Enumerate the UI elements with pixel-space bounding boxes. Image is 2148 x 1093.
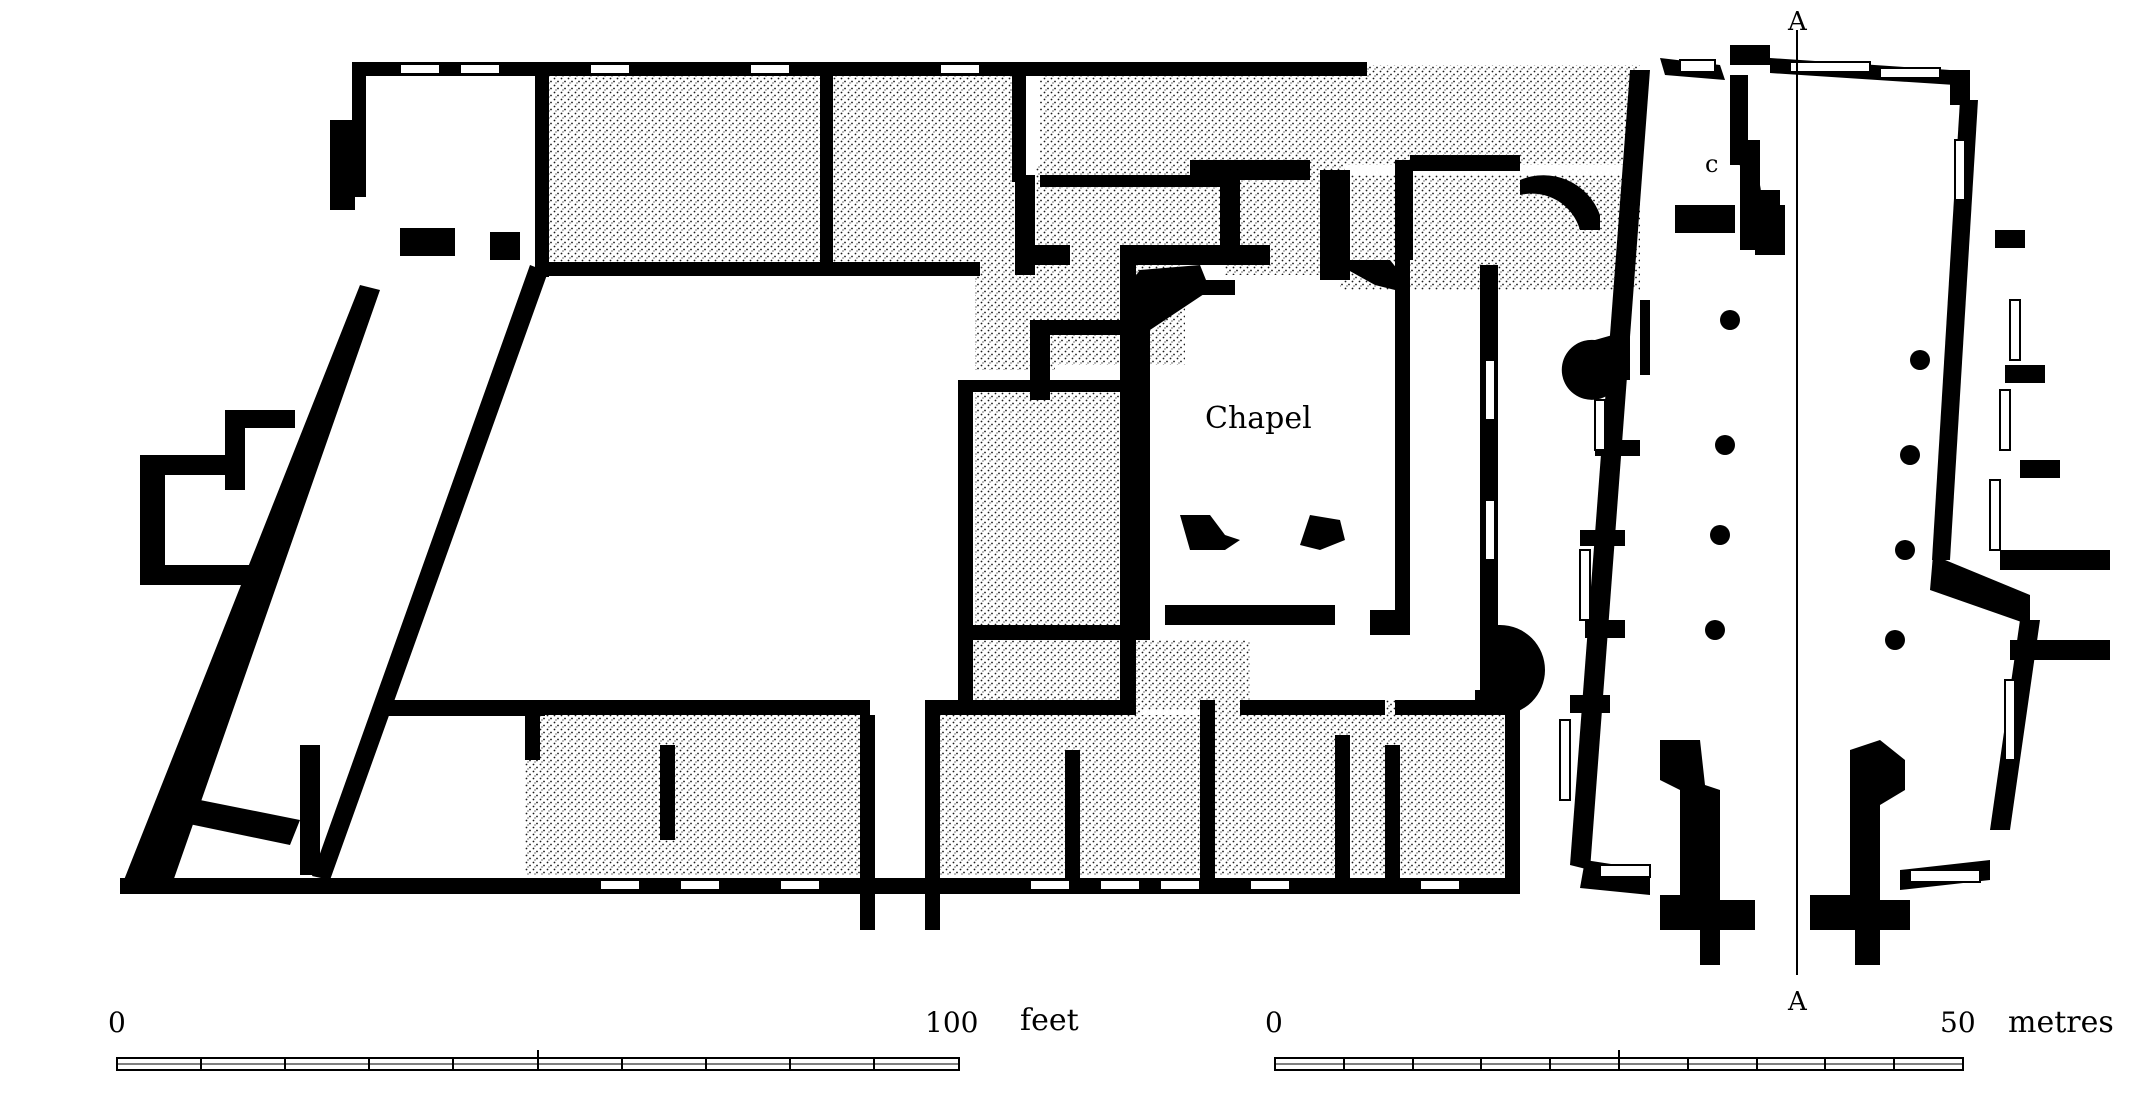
- metres-scale-unit: metres: [2008, 1005, 2114, 1040]
- room-label-chapel: Chapel: [1205, 401, 1312, 436]
- pillars: [1705, 310, 1930, 650]
- scale-bar-feet: 0 100 feet: [108, 1003, 1079, 1071]
- walls: [120, 45, 2110, 965]
- feet-scale-end: 100: [925, 1006, 978, 1039]
- section-label-top: A: [1787, 7, 1808, 37]
- scale-bar-metres: 0 50 metres: [1265, 1005, 2114, 1071]
- detail-arrow: [1739, 164, 1761, 196]
- metres-scale-end: 50: [1940, 1006, 1976, 1039]
- section-label-bottom: A: [1787, 987, 1808, 1017]
- metres-scale-start: 0: [1265, 1006, 1283, 1039]
- feet-scale-start: 0: [108, 1006, 126, 1039]
- windows: [399, 59, 2021, 891]
- detail-arrow-head: [1754, 192, 1766, 204]
- detail-label: c: [1705, 150, 1718, 178]
- feet-scale-unit: feet: [1020, 1003, 1079, 1038]
